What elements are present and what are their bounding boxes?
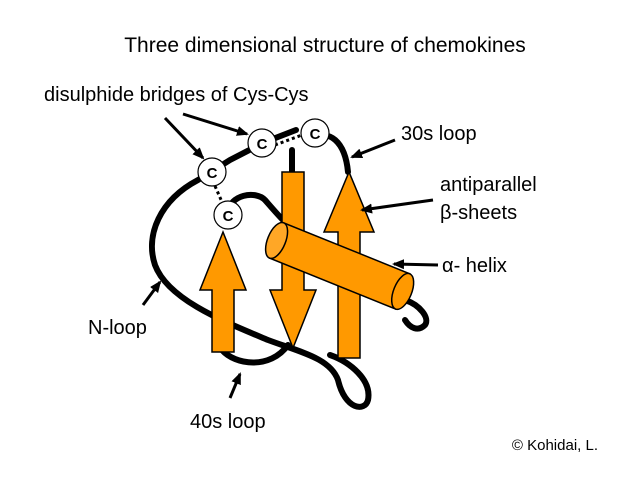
cysteine-2: C	[300, 118, 330, 148]
beta-symbol: β	[440, 202, 452, 224]
page-title: Three dimensional structure of chemokine…	[124, 34, 526, 57]
alpha-symbol: α	[442, 255, 454, 277]
n-loop-path	[149, 127, 372, 410]
label-beta-sheets: β-sheets	[440, 202, 517, 224]
disulphide-bridges	[213, 133, 303, 203]
cysteine-1: C	[247, 128, 277, 158]
beta-strand-1-shape	[198, 229, 248, 353]
cysteine-4: C	[213, 200, 243, 230]
alpha-helix-face	[264, 221, 289, 260]
copyright-text: © Kohidai, L.	[512, 437, 598, 454]
label-40s-loop: 40s loop	[190, 411, 266, 433]
arrow-beta-sheets	[360, 198, 434, 214]
arrow-disulphide-2	[163, 116, 205, 160]
label-alpha-helix: α- helix	[442, 255, 507, 277]
arrow-alpha-helix	[392, 259, 439, 270]
cysteine-3: C	[197, 157, 227, 187]
arrow-n-loop	[141, 280, 162, 306]
arrow-disulphide-1	[182, 112, 249, 136]
svg-text:C: C	[310, 126, 321, 143]
beta-strand-1	[198, 229, 248, 353]
bridge-2	[213, 185, 224, 203]
svg-text:C: C	[223, 208, 234, 225]
svg-text:C: C	[257, 136, 268, 153]
label-antiparallel: antiparallel	[440, 174, 537, 196]
bridge-1	[274, 133, 303, 147]
hook-path	[225, 191, 286, 223]
label-disulphide-bridges: disulphide bridges of Cys-Cys	[44, 84, 309, 106]
pointer-arrows	[141, 112, 439, 399]
beta-rest: -sheets	[452, 202, 518, 224]
arrow-40s-loop	[228, 372, 242, 399]
label-n-loop: N-loop	[88, 317, 147, 339]
alpha-helix-end	[390, 272, 415, 311]
loop-40s-path	[219, 342, 291, 366]
svg-text:C: C	[207, 165, 218, 182]
c-terminal-path	[402, 297, 430, 332]
alpha-rest: - helix	[454, 255, 507, 277]
alpha-helix	[264, 221, 415, 311]
arrow-30s-loop	[350, 138, 396, 159]
label-30s-loop: 30s loop	[401, 123, 477, 145]
